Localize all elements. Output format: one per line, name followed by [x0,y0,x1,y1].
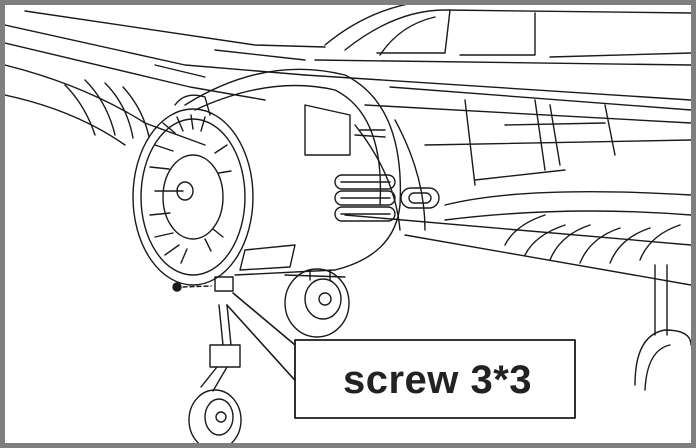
left-wing [5,10,326,146]
exhaust-stacks [334,174,396,222]
callout-label: screw 3*3 [342,357,533,402]
callout-box [294,339,576,419]
right-wing [444,190,691,391]
front-landing-gear [188,276,242,443]
canopy [314,5,691,66]
center-wheel [239,244,350,338]
fuselage [304,74,691,286]
aircraft-line-drawing [5,5,691,443]
engine-cowling [132,68,402,286]
callout-pointer [226,292,302,388]
screw-icon [172,282,212,292]
